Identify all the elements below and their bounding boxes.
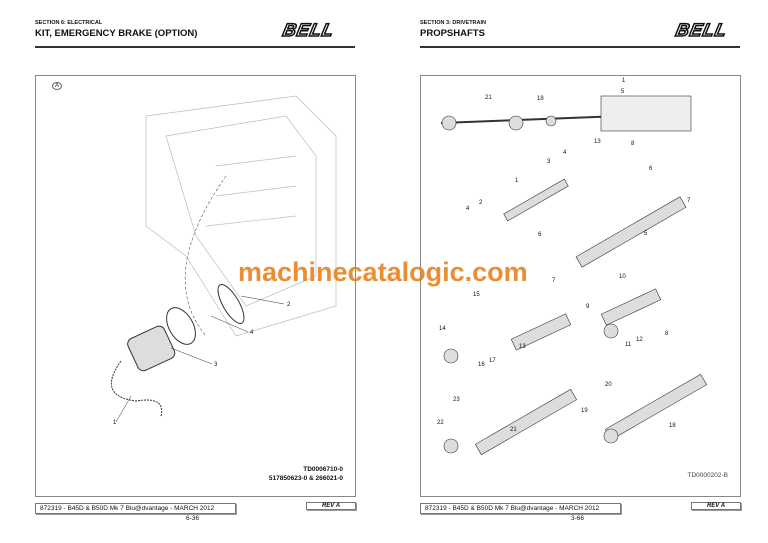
diagram-frame: A 2 4 3 1 TD0006710-0 517850623-0 & 2660… — [35, 75, 356, 497]
callout: 11 — [625, 342, 632, 348]
diagram-frame: 1 5 21 18 13 8 4 3 6 1 2 7 4 5 6 7 10 15… — [420, 75, 741, 497]
callout: 8 — [631, 141, 635, 147]
callout: 19 — [581, 408, 588, 414]
callout: 4 — [250, 330, 254, 336]
callout: 10 — [619, 274, 626, 280]
callout: 1 — [515, 178, 519, 184]
part-numbers: 517850623-0 & 266021-0 — [268, 475, 343, 482]
drawing-ref: TD0006710-0 — [303, 466, 343, 473]
callout: 6 — [649, 166, 653, 172]
bell-logo: BELL — [673, 19, 730, 41]
emergency-brake-diagram — [111, 95, 337, 423]
callout: 4 — [563, 150, 567, 156]
callout: 16 — [478, 362, 485, 368]
callout: 1 — [622, 78, 626, 84]
callout: 7 — [552, 278, 556, 284]
callout: 2 — [479, 200, 483, 206]
header-rule — [35, 46, 355, 48]
callout: 5 — [644, 231, 648, 237]
callout: 21 — [510, 427, 517, 433]
callout: 3 — [547, 159, 551, 165]
footer-doc-info: 872319 - B45D & B50D Mk 7 Blu@dvantage -… — [35, 503, 236, 514]
callout: 2 — [287, 302, 291, 308]
callout: 18 — [669, 423, 676, 429]
footer-doc-info: 872319 - B45D & B50D Mk 7 Blu@dvantage -… — [420, 503, 621, 514]
callout: 12 — [636, 337, 643, 343]
callout: 1 — [113, 420, 117, 426]
page-number: 3-66 — [571, 515, 585, 522]
callout: 5 — [621, 89, 625, 95]
section-label: SECTION 3: DRIVETRAIN — [420, 20, 487, 26]
callout: 21 — [485, 95, 492, 101]
callout: 7 — [687, 198, 691, 204]
callout: 20 — [605, 382, 612, 388]
section-label: SECTION 6: ELECTRICAL — [35, 20, 103, 26]
callout: 3 — [214, 362, 218, 368]
page-title: KIT, EMERGENCY BRAKE (OPTION) — [35, 28, 198, 39]
callout: 6 — [538, 232, 542, 238]
callout: 18 — [537, 96, 544, 102]
callout: 13 — [594, 139, 601, 145]
callout: 4 — [466, 206, 470, 212]
callout: 15 — [473, 292, 480, 298]
callout: 13 — [519, 344, 526, 350]
revision-badge: REV A — [306, 502, 356, 510]
revision-badge: REV A — [691, 502, 741, 510]
page-number: 6-36 — [186, 515, 200, 522]
bell-logo: BELL — [280, 19, 337, 41]
propshaft-diagram — [440, 95, 708, 456]
callout: 17 — [489, 358, 496, 364]
watermark: machinecatalogic.com — [238, 257, 528, 287]
drawing-ref: TD0000202-B — [687, 472, 728, 479]
callout: 23 — [453, 397, 460, 403]
view-label: A — [52, 82, 63, 90]
header-rule — [420, 46, 740, 48]
callout: 8 — [665, 331, 669, 337]
callout: 14 — [439, 326, 446, 332]
callout: 22 — [437, 420, 444, 426]
callout: 9 — [586, 304, 590, 310]
page-title: PROPSHAFTS — [420, 28, 485, 39]
